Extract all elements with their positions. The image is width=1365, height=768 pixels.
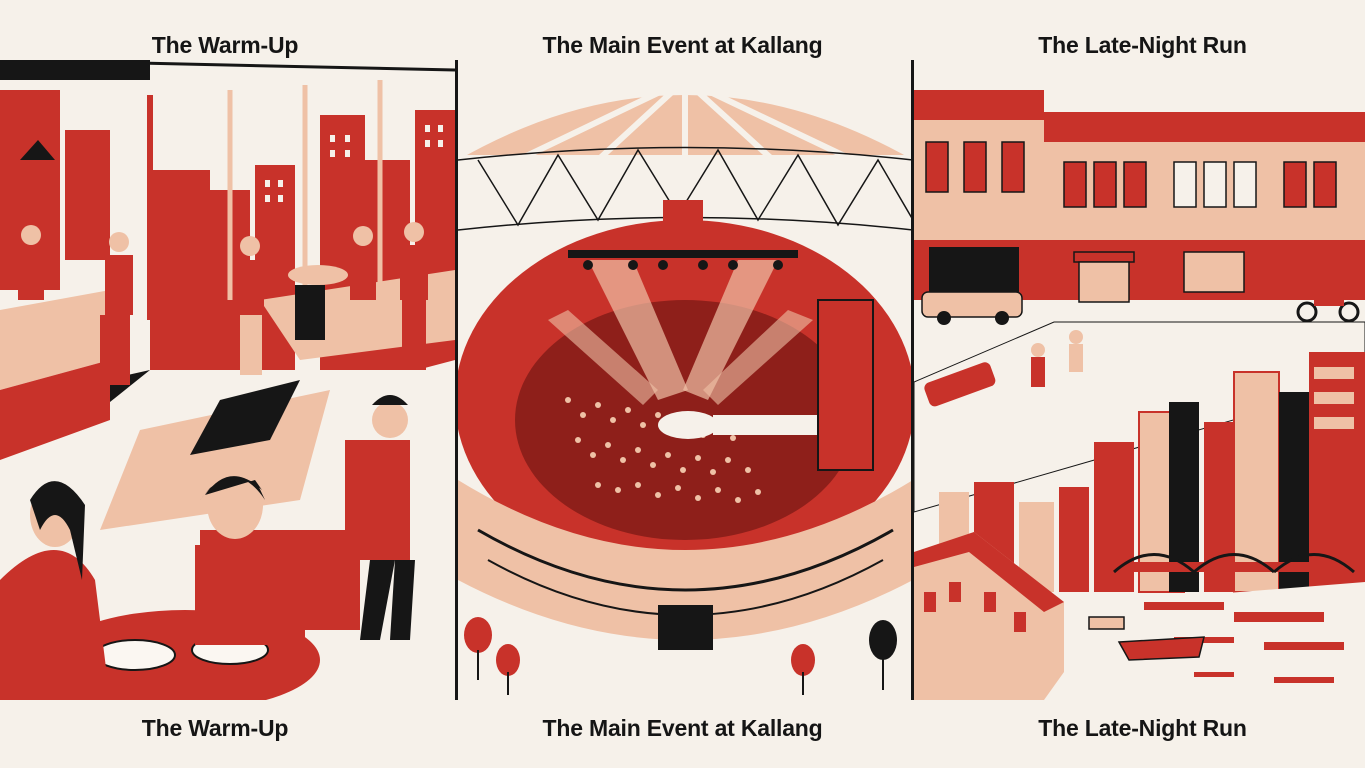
panel-divider: [911, 60, 914, 700]
panel-1-bottom-title: The Warm-Up: [141, 715, 289, 741]
main-event-stadium-scene: [458, 60, 913, 700]
panel-2-bottom-title: The Main Event at Kallang: [542, 715, 823, 741]
panel-2-top-title: The Main Event at Kallang: [542, 32, 823, 58]
panel-3-top-title: The Late-Night Run: [1038, 32, 1247, 58]
warm-up-scene: [0, 60, 455, 700]
panel-divider: [455, 60, 458, 700]
panel-1-top-title: The Warm-Up: [151, 32, 299, 58]
panel-3-bottom-title: The Late-Night Run: [1038, 715, 1247, 741]
late-night-run-scene: [914, 82, 1365, 700]
